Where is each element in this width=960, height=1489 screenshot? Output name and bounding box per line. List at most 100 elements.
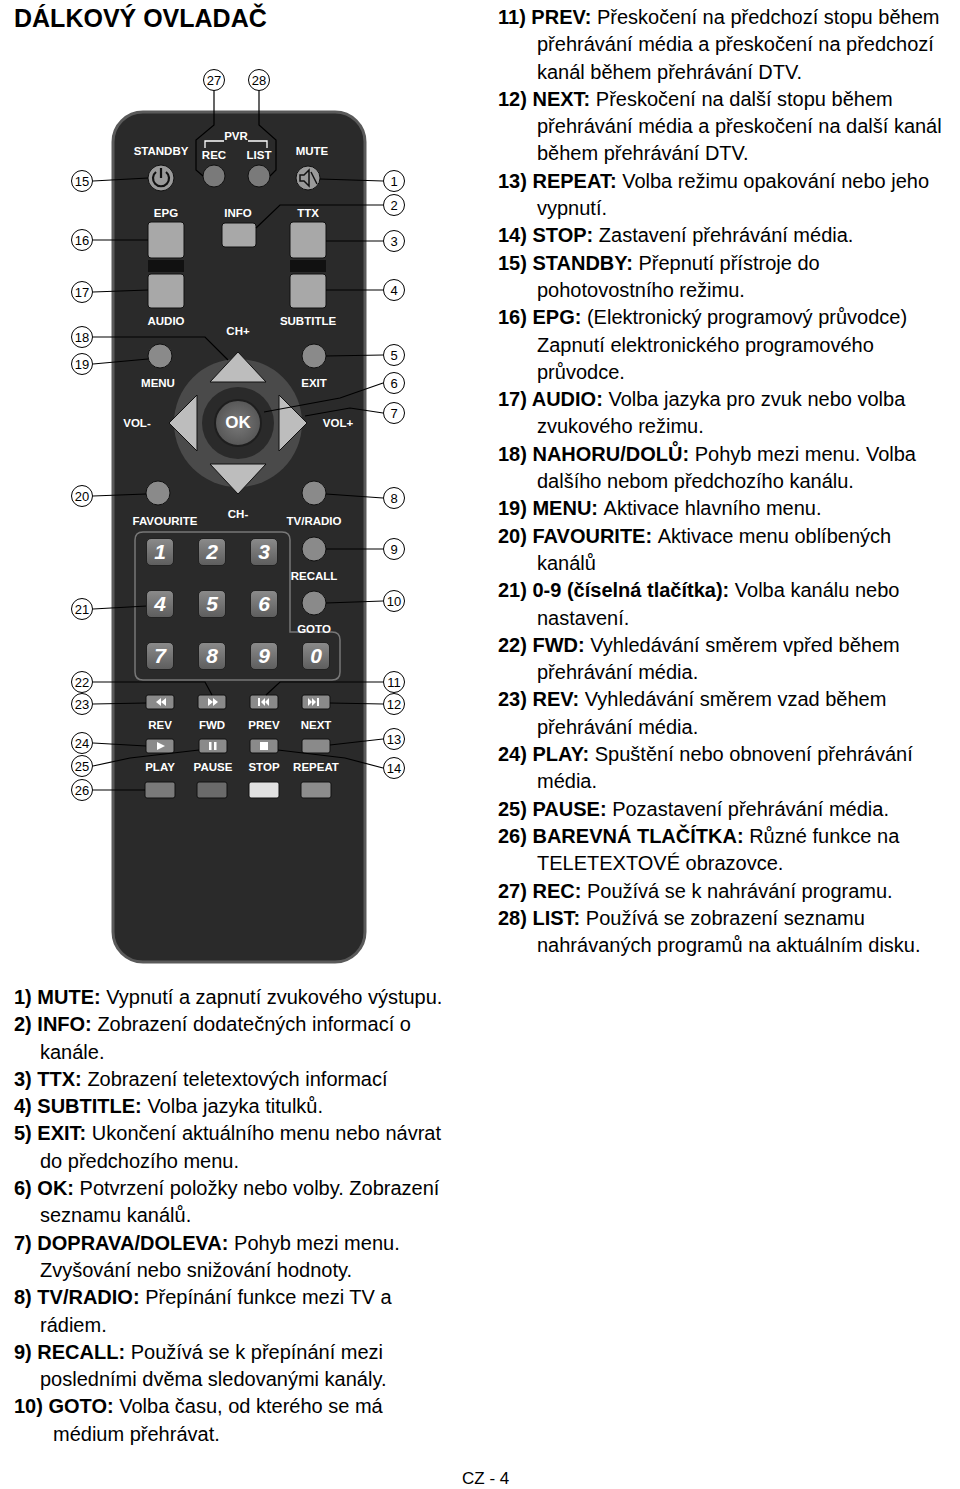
list-item: 2) INFO:Zobrazení dodatečných informací … [14,1011,454,1066]
item-description: Používá se k nahrávání programu. [587,880,893,902]
list-item: 22) FWD:Vyhledávání směrem vpřed během p… [498,632,953,687]
list-column: 1) MUTE:Vypnutí a zapnutí zvukového výst… [14,984,454,1448]
media-icons [156,698,319,750]
button-text: 23 [75,697,89,712]
item-description: Zobrazení dodatečných informací o kanále… [40,1013,411,1062]
callout-number: 3 [383,230,405,252]
list-item: 10) GOTO:Volba času, od kterého se má mé… [14,1393,454,1448]
button-text: OK [225,413,251,433]
callout-number: 13 [383,728,405,750]
list-item: 5) EXIT:Ukončení aktuálního menu nebo ná… [14,1120,454,1175]
button-label: PREV [248,719,279,731]
button-text: 7 [390,406,397,421]
button-text: 6 [390,376,397,391]
button-text: 18 [75,330,89,345]
list-item: 6) OK:Potvrzení položky nebo volby. Zobr… [14,1175,454,1230]
button-label: PAUSE [194,761,233,773]
item-name: 28) LIST: [498,907,580,929]
button-label: CH+ [226,325,249,337]
button-label: MUTE [296,145,329,157]
item-name: 11) PREV: [498,6,591,28]
item-description: Vyhledávání směrem vzad během přehrávání… [537,688,886,737]
callout-number: 20 [71,485,93,507]
button-text: 16 [75,233,89,248]
button-text: 4 [390,283,397,298]
button-text: 17 [75,285,89,300]
callout-number: 12 [383,693,405,715]
callout-number: 7 [383,402,405,424]
strip [290,260,326,272]
button-label: REPEAT [293,761,339,773]
item-name: 26) BAREVNÁ TLAČÍTKA: [498,825,744,847]
button-label: PLAY [145,761,175,773]
number-button: 1 [146,538,174,566]
button-text: 1 [390,174,397,189]
item-description: Vypnutí a zapnutí zvukového výstupu. [106,986,442,1008]
button-label: MENU [141,377,175,389]
button-text: 8 [206,644,218,668]
callout-number: 23 [71,693,93,715]
button-text: 9 [390,542,397,557]
item-description: Spuštění nebo obnovení přehrávání média. [537,743,913,792]
item-description: Zastavení přehrávání média. [599,224,854,246]
item-description: Pozastavení přehrávání média. [612,798,889,820]
mute-button [296,166,320,190]
list-item: 17) AUDIO:Volba jazyka pro zvuk nebo vol… [498,386,953,441]
list-item: 12) NEXT:Přeskočení na další stopu během… [498,86,953,168]
list-item: 28) LIST:Používá se zobrazení seznamu na… [498,905,953,960]
callout-number: 9 [383,538,405,560]
item-name: 7) DOPRAVA/DOLEVA: [14,1232,228,1254]
item-description: Volba jazyka titulků. [147,1095,323,1117]
button-label: STOP [248,761,279,773]
button-text: 5 [206,592,218,616]
button-text: 6 [258,592,270,616]
number-button: 6 [250,590,278,618]
item-name: 5) EXIT: [14,1122,86,1144]
button-text: 5 [390,348,397,363]
button-label: SUBTITLE [280,315,336,327]
list-item: 15) STANDBY:Přepnutí přístroje do pohoto… [498,250,953,305]
button-text: 24 [75,736,89,751]
item-name: 18) NAHORU/DOLŮ: [498,443,689,465]
callout-number: 25 [71,755,93,777]
list-item: 4) SUBTITLE:Volba jazyka titulků. [14,1093,454,1120]
item-name: 19) MENU: [498,497,598,519]
item-name: 1) MUTE: [14,986,101,1008]
list-item: 24) PLAY:Spuštění nebo obnovení přehrává… [498,741,953,796]
button-text: 1 [154,540,166,564]
callout-number: 14 [383,757,405,779]
item-description: Vyhledávání směrem vpřed během přehráván… [537,634,900,683]
item-name: 24) PLAY: [498,743,589,765]
list-item: 3) TTX:Zobrazení teletextových informací [14,1066,454,1093]
callout-number: 10 [383,590,405,612]
list-item: 1) MUTE:Vypnutí a zapnutí zvukového výst… [14,984,454,1011]
square-buttons [148,222,326,308]
item-name: 15) STANDBY: [498,252,633,274]
item-name: 27) REC: [498,880,581,902]
list-item: 9) RECALL:Používá se k přepínání mezi po… [14,1339,454,1394]
number-button: 3 [250,538,278,566]
button-text: 3 [390,234,397,249]
number-button: 7 [146,642,174,670]
item-name: 2) INFO: [14,1013,92,1035]
remote-body [113,112,365,962]
list-item: 11) PREV:Přeskočení na předchozí stopu b… [498,4,953,86]
button-label: REC [202,149,226,161]
number-button: 0 [302,642,330,670]
button-text: 15 [75,174,89,189]
list-item: 21) 0-9 (číselná tlačítka):Volba kanálu … [498,577,953,632]
callout-number: 26 [71,779,93,801]
item-name: 22) FWD: [498,634,585,656]
button-label: RECALL [291,570,338,582]
item-description: Používá se zobrazení seznamu nahrávaných… [537,907,921,956]
button-label: TTX [297,207,319,219]
item-description: Ukončení aktuálního menu nebo návrat do … [40,1122,441,1171]
button-text: 10 [387,594,401,609]
button-label: AUDIO [147,315,184,327]
list-item: 18) NAHORU/DOLŮ:Pohyb mezi menu. Volba d… [498,441,953,496]
button-text: 25 [75,759,89,774]
callout-number: 21 [71,598,93,620]
standby-button [148,165,174,191]
callout-number: 17 [71,281,93,303]
